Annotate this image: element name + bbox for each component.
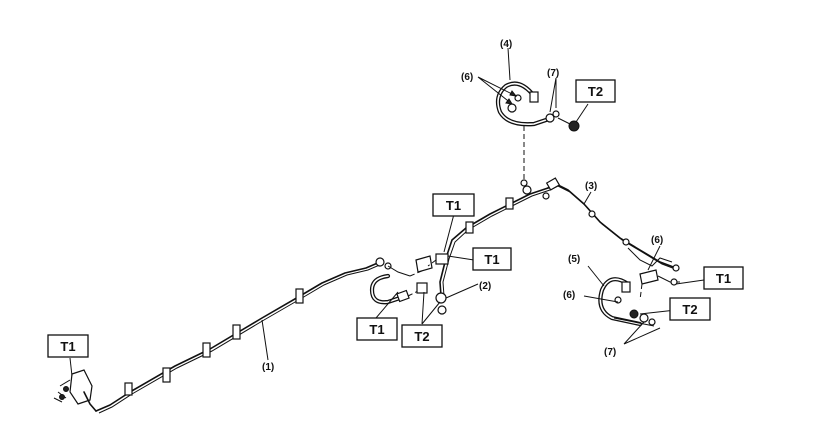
- svg-text:T2: T2: [682, 302, 697, 317]
- pipe-joint: [435, 292, 447, 304]
- pipe-clamp: [505, 197, 514, 210]
- callout-1: (1): [262, 362, 274, 373]
- callout-3: (3): [585, 181, 597, 192]
- callout-5: (5): [568, 254, 580, 265]
- mounting-bracket: [415, 255, 433, 273]
- hose-fitting: [621, 281, 631, 293]
- pipe-union: [588, 210, 596, 218]
- pipe-union: [375, 257, 385, 267]
- pipe-clamp: [232, 324, 241, 340]
- brake-pipe-1: [53, 257, 411, 414]
- pipe-clamp: [295, 288, 304, 304]
- torque-label-t1-upper: T1: [432, 193, 475, 217]
- svg-text:T1: T1: [484, 252, 499, 267]
- callout-6-right: (6): [651, 235, 663, 246]
- svg-text:T1: T1: [369, 322, 384, 337]
- svg-text:T1: T1: [716, 271, 731, 286]
- torque-label-t1-lower: T1: [356, 317, 398, 341]
- svg-text:T1: T1: [446, 198, 461, 213]
- pipe-union: [622, 238, 630, 246]
- union-bolt: [568, 120, 580, 132]
- washer: [639, 313, 649, 323]
- hose-u-left: [369, 255, 433, 305]
- pipe-clamp: [162, 367, 171, 383]
- callout-6-lower: (6): [563, 290, 575, 301]
- pipe-clamp: [465, 221, 474, 234]
- torque-label-t2-top: T2: [575, 79, 616, 103]
- torque-label-t2-lower: T2: [401, 324, 443, 348]
- callout-7-lower: (7): [604, 347, 616, 358]
- svg-text:T1: T1: [60, 339, 75, 354]
- svg-text:T2: T2: [414, 329, 429, 344]
- washer: [545, 113, 555, 123]
- bolt: [507, 103, 517, 113]
- pipe-clamp: [124, 382, 133, 396]
- leader-lines: [69, 47, 705, 377]
- pipe-joint: [435, 253, 449, 265]
- svg-text:T2: T2: [588, 84, 603, 99]
- torque-label-t1-right: T1: [703, 266, 744, 290]
- washer: [648, 318, 656, 326]
- pipe-joint: [416, 282, 428, 294]
- pipe-clamp: [202, 342, 211, 358]
- brake-pipe-3: [522, 177, 680, 272]
- pipe-union: [672, 264, 680, 272]
- callout-4: (4): [500, 39, 512, 50]
- callout-2: (2): [479, 281, 491, 292]
- torque-label-t2-right: T2: [669, 297, 711, 321]
- hose-4: [495, 81, 580, 187]
- hose-fitting: [529, 91, 539, 103]
- callout-7-top: (7): [547, 68, 559, 79]
- pipe-union: [522, 185, 532, 195]
- torque-label-t1-left: T1: [47, 334, 89, 358]
- washer: [552, 110, 560, 118]
- hose-5: [598, 269, 680, 327]
- torque-label-t1-mid: T1: [472, 247, 512, 271]
- callout-6-top: (6): [461, 72, 473, 83]
- union-bolt: [629, 309, 639, 319]
- pipe-bracket: [69, 369, 93, 405]
- mounting-bracket: [639, 269, 659, 285]
